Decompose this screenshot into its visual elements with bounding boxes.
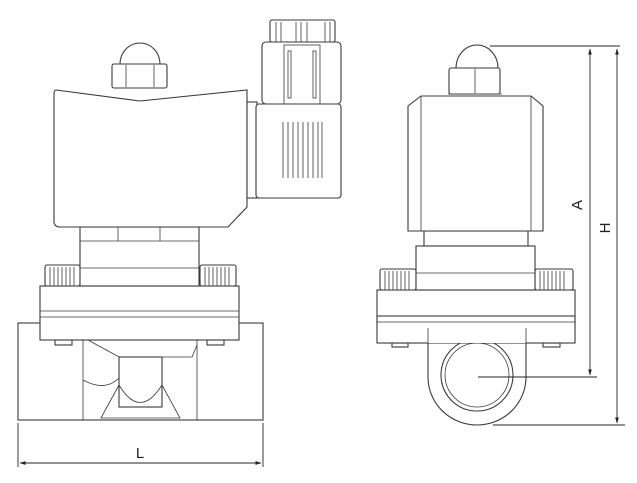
side-view: A H [376, 44, 625, 426]
knurled-ring-right [199, 264, 237, 287]
bolt [542, 342, 561, 348]
bolt [206, 339, 225, 346]
flange [39, 285, 240, 341]
front-view: L [17, 19, 342, 467]
dimension-A: A [569, 48, 592, 376]
stem [79, 226, 200, 287]
dome-nut [448, 44, 502, 95]
coil-housing [407, 95, 544, 232]
dimension-label-H: H [597, 223, 614, 234]
bolt [391, 342, 409, 348]
dome-nut [111, 42, 168, 89]
dimension-L: L [17, 423, 264, 467]
dimension-H: H [597, 48, 619, 424]
knurled-ring-left [44, 264, 81, 287]
dimension-label-L: L [136, 445, 144, 462]
din-connector [246, 19, 342, 199]
coil-housing [53, 89, 248, 228]
dimension-label-A: A [569, 200, 586, 210]
stem [415, 230, 536, 291]
flange [376, 289, 576, 344]
vent-slots-icon [282, 122, 323, 178]
bolt [54, 339, 73, 346]
pipe-port [427, 327, 527, 426]
knurled-ring-right [534, 268, 574, 291]
knurled-ring-left [379, 268, 417, 291]
